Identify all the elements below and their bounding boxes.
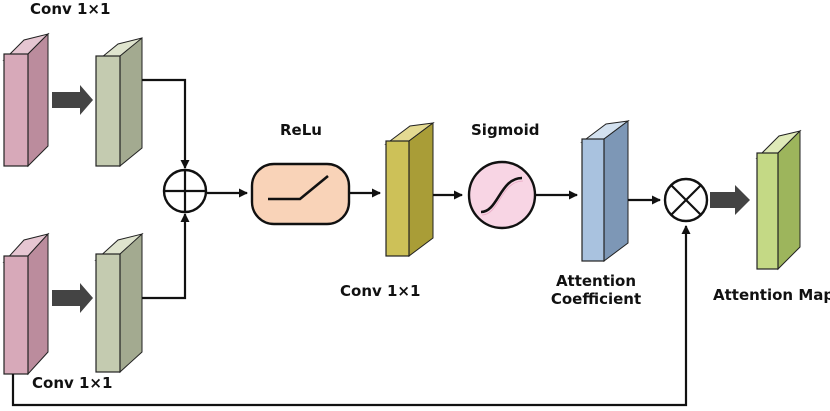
conv-mid-label: Conv 1×1 xyxy=(340,282,421,300)
relu-box xyxy=(250,162,351,226)
attention-coefficient-block xyxy=(580,120,630,262)
connector-top-to-add xyxy=(142,78,190,169)
sigmoid-label: Sigmoid xyxy=(471,121,540,139)
attention-map-block xyxy=(755,129,802,271)
attention-coefficient-line2: Coefficient xyxy=(550,290,642,308)
conv-block-bottom xyxy=(94,232,144,374)
attention-coefficient-line1: Attention xyxy=(555,272,637,290)
add-operator-icon xyxy=(162,168,208,214)
attention-coefficient-label: Attention Coefficient xyxy=(548,272,644,308)
input-feature-block-top xyxy=(2,32,50,168)
relu-label: ReLu xyxy=(280,121,322,139)
sigmoid-curve-icon xyxy=(480,176,523,214)
multiply-operator-icon xyxy=(663,177,709,223)
connector-bottom-to-add xyxy=(142,213,190,300)
attention-map-label: Attention Map xyxy=(713,286,830,304)
conv-block-mid xyxy=(384,122,435,257)
skip-connection xyxy=(11,225,691,407)
conv-block-top xyxy=(95,36,143,168)
conv-bottom-label: Conv 1×1 xyxy=(32,374,113,392)
input-feature-block-bottom xyxy=(2,232,50,376)
relu-curve-icon xyxy=(268,174,329,201)
wide-arrow-top xyxy=(52,85,93,115)
conv-top-label: Conv 1×1 xyxy=(30,0,111,18)
sigmoid-circle xyxy=(467,160,537,230)
wide-arrow-output xyxy=(710,185,750,215)
wide-arrow-bottom xyxy=(52,283,93,313)
